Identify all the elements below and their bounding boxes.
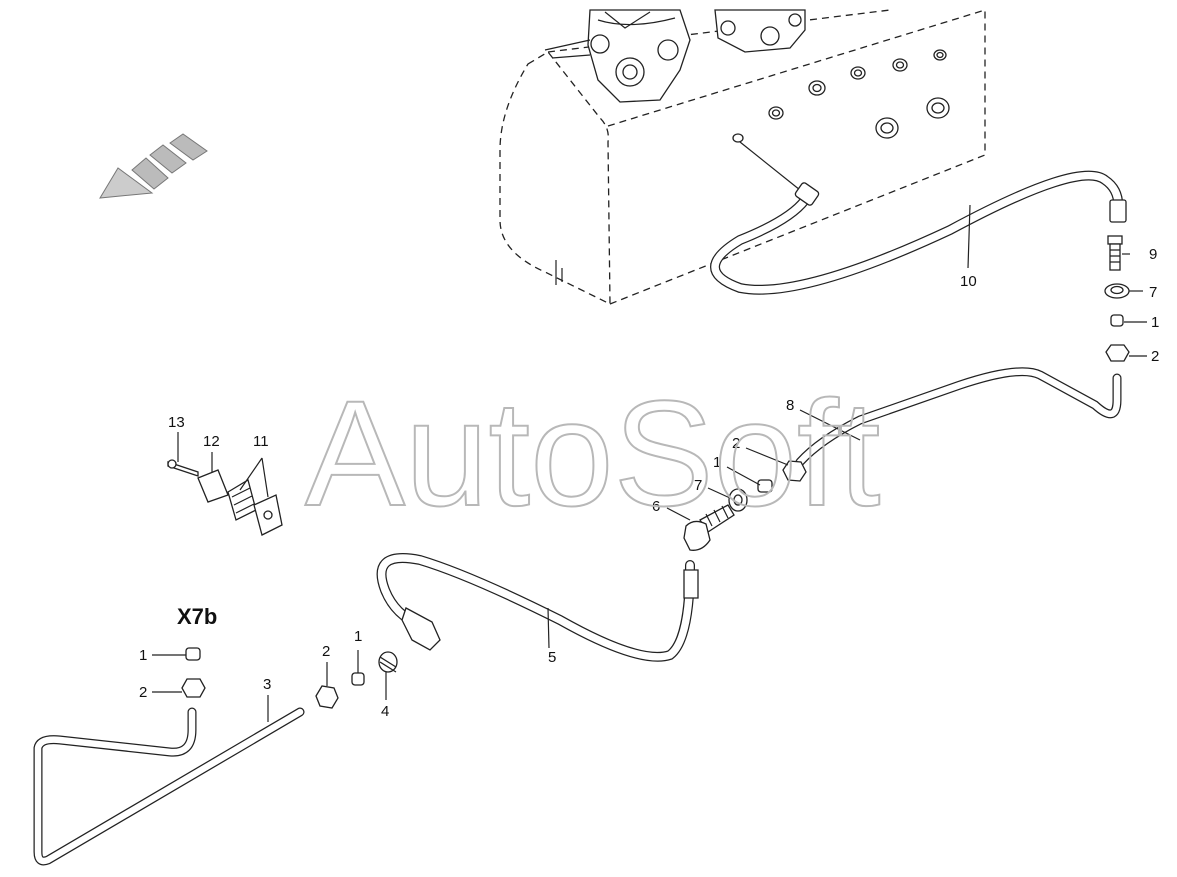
tank-outline	[499, 9, 986, 306]
callout-5: 5	[548, 649, 556, 666]
callout-7-upper: 7	[1149, 284, 1157, 301]
lower-hose	[376, 553, 699, 662]
callout-12: 12	[203, 433, 220, 450]
clamp-group	[167, 459, 283, 536]
callout-8: 8	[786, 397, 794, 414]
callout-7-mid: 7	[694, 477, 702, 494]
callout-11: 11	[253, 433, 269, 450]
callout-2-mid: 2	[732, 435, 740, 452]
callout-1-mid: 1	[713, 454, 721, 471]
callout-6: 6	[652, 498, 660, 515]
valve-assembly-right	[714, 9, 806, 53]
callout-1-x7b: 1	[139, 647, 147, 664]
callout-1-low: 1	[354, 628, 362, 645]
callout-10: 10	[960, 273, 977, 290]
callout-2-upper: 2	[1151, 348, 1159, 365]
x7b-fittings	[181, 647, 206, 698]
pipe-8	[795, 367, 1122, 467]
lower-fittings	[315, 651, 398, 709]
valve-assembly-left	[544, 9, 691, 103]
connector-label-x7b: X7b	[177, 604, 217, 629]
callout-13: 13	[168, 414, 185, 431]
tank-ports	[732, 49, 950, 143]
callout-1-upper: 1	[1151, 314, 1159, 331]
callout-4: 4	[381, 703, 389, 720]
leader-lines	[152, 204, 1147, 722]
callout-3: 3	[263, 676, 271, 693]
watermark: AutoSoft	[305, 369, 880, 537]
callout-2-x7b: 2	[139, 684, 147, 701]
direction-arrow-icon	[99, 133, 208, 199]
right-fitting-stack	[1104, 235, 1130, 362]
middle-fittings	[683, 460, 807, 551]
callout-2-low: 2	[322, 643, 330, 660]
callout-9: 9	[1149, 246, 1157, 263]
pipe-3	[33, 707, 305, 866]
upper-hose	[710, 141, 1127, 295]
